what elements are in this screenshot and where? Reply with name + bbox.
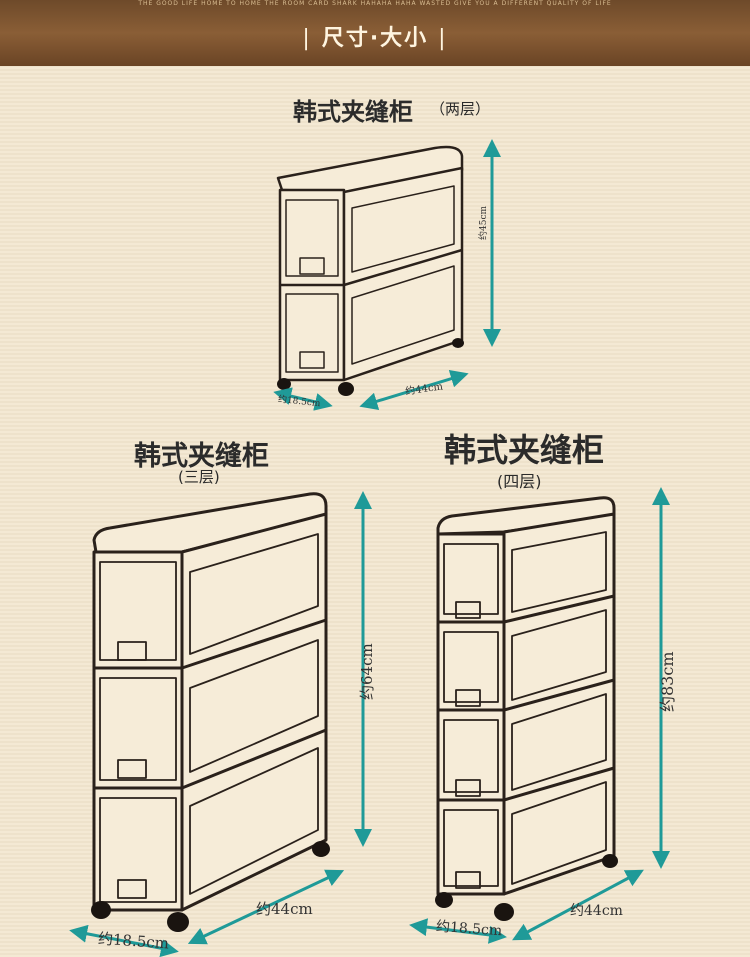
cabinet-4-layer-wheels [435,854,618,921]
depth-arrow-3-layer [69,924,179,957]
height-label-2-layer: 约45cm [479,205,489,240]
depth-arrow-2-layer [273,387,333,411]
height-label-3-layer: 约64cm [358,643,376,700]
banner-tagline: THE GOOD LIFE HOME TO HOME THE ROOM CARD… [138,0,612,7]
width-arrow-4-layer [512,869,644,941]
product-subtitle-4-layer: (四层) [497,472,542,491]
cabinet-4-layer [436,496,616,896]
product-subtitle-3-layer: (三层) [178,468,220,486]
banner-title-text: 尺寸·大小 [321,26,429,51]
banner-bar-right: | [438,26,448,51]
cabinet-3-layer [92,492,328,912]
banner-title: | 尺寸·大小 | [0,20,750,52]
header-banner: THE GOOD LIFE HOME TO HOME THE ROOM CARD… [0,0,750,66]
banner-bar-left: | [302,26,312,51]
product-title-2-layer: 韩式夹缝柜 [293,98,413,126]
product-title-4-layer: 韩式夹缝柜 [444,431,605,469]
cabinet-2-layer [276,145,464,382]
width-label-4-layer: 约44cm [570,903,623,919]
dimension-arrows [69,139,670,957]
width-arrow-2-layer [359,370,469,410]
width-arrow-3-layer [187,869,345,945]
cabinet-2-layer-wheels [277,338,464,396]
width-label-3-layer: 约44cm [256,900,313,918]
height-label-4-layer: 约83cm [658,651,677,713]
product-subtitle-2-layer: （两层） [430,100,491,118]
product-title-3-layer: 韩式夹缝柜 [134,441,269,472]
depth-arrow-4-layer [409,918,507,944]
